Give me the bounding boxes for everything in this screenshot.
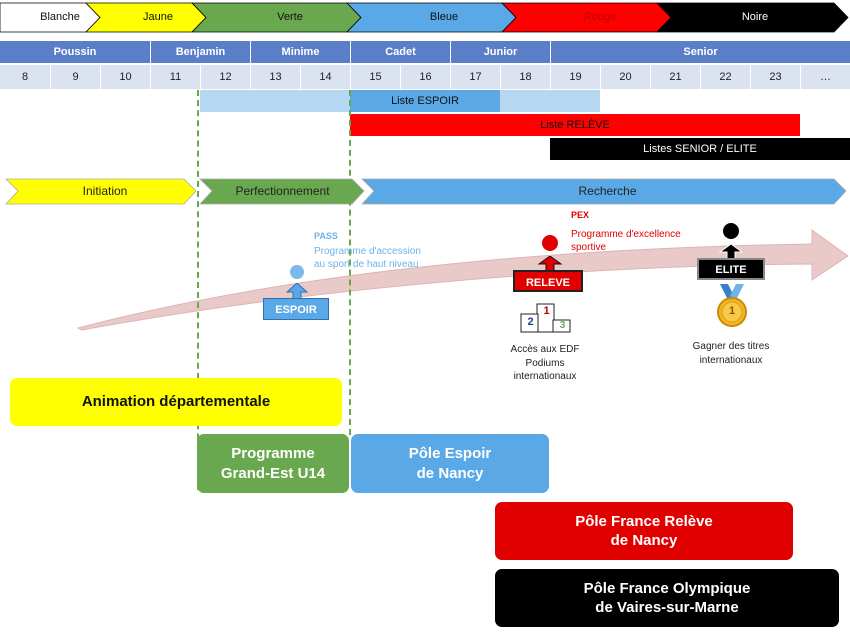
belt-label-bleue: Bleue xyxy=(429,11,459,23)
up-arrow-icon xyxy=(286,283,308,300)
belt-label-rouge: Rouge xyxy=(583,11,617,23)
phase-initiation-arrow xyxy=(5,178,197,205)
phase-recherche-arrow xyxy=(361,178,847,205)
category-junior: Junior xyxy=(450,41,550,63)
pole-france-releve-box: Pôle France Relève de Nancy xyxy=(495,502,793,560)
age-cell: 9 xyxy=(50,65,100,89)
age-cell: 11 xyxy=(150,65,200,89)
belt-label-noire: Noire xyxy=(741,11,769,23)
category-benjamin: Benjamin xyxy=(150,41,250,63)
age-cell: 22 xyxy=(700,65,750,89)
releve-badge: RELEVE xyxy=(513,270,583,292)
phase-perfectionnement-arrow xyxy=(199,178,365,205)
espoir-badge: ESPOIR xyxy=(263,298,329,320)
medal-icon xyxy=(717,284,747,327)
category-poussin: Poussin xyxy=(53,46,97,58)
pass-title: PASS xyxy=(314,231,338,241)
age-cell: … xyxy=(800,65,850,89)
category-row xyxy=(0,41,850,63)
age-cell: 15 xyxy=(350,65,400,89)
pex-description: Programme d'excellence sportive xyxy=(571,229,681,253)
age-cell: 19 xyxy=(550,65,600,89)
age-cell: 21 xyxy=(650,65,700,89)
phase-initiation-label: Initiation xyxy=(82,184,128,198)
medal-number: 1 xyxy=(728,305,736,317)
senior-elite-list-bar: Listes SENIOR / ELITE xyxy=(550,138,850,160)
category-senior: Senior xyxy=(550,41,850,63)
animation-departementale-box: Animation départementale xyxy=(10,378,342,426)
age-row xyxy=(0,65,850,89)
guide-line-left xyxy=(197,90,199,490)
belt-label-jaune: Jaune xyxy=(143,11,173,23)
podium-icon xyxy=(520,303,571,333)
releve-dot xyxy=(542,235,558,251)
up-arrow-icon xyxy=(538,256,562,272)
releve-list-bar: Liste RELÈVE xyxy=(350,114,800,136)
podium-caption: Accès aux EDF Podiums internationaux xyxy=(510,344,580,382)
pole-espoir-nancy-box: Pôle Espoir de Nancy xyxy=(351,434,549,493)
age-cell: 10 xyxy=(100,65,150,89)
espoir-list-bar-early xyxy=(200,90,350,112)
belt-label-blanche: Blanche xyxy=(40,11,80,23)
belt-label-verte: Verte xyxy=(277,11,303,23)
podium-second: 2 xyxy=(527,316,534,328)
medal-caption: Gagner des titres internationaux xyxy=(692,341,770,366)
age-cell: 16 xyxy=(400,65,450,89)
age-cell: 20 xyxy=(600,65,650,89)
phase-perfectionnement-label: Perfectionnement xyxy=(235,184,330,198)
espoir-list-bar-late xyxy=(500,90,600,112)
espoir-list-bar: Liste ESPOIR xyxy=(350,90,500,112)
phase-recherche-label: Recherche xyxy=(578,184,637,198)
belt-noire xyxy=(656,2,849,33)
guide-line-right xyxy=(349,90,351,435)
age-cell: 12 xyxy=(200,65,250,89)
up-arrow-icon xyxy=(719,244,743,260)
espoir-dot xyxy=(290,265,304,279)
podium-third: 3 xyxy=(559,320,566,331)
age-cell: 8 xyxy=(21,71,29,83)
category-cadet: Cadet xyxy=(350,41,450,63)
belt-ribbon xyxy=(0,2,849,33)
elite-badge: ELITE xyxy=(697,258,765,280)
pass-description: Programme d'accession au sport de haut n… xyxy=(314,246,421,270)
pex-title: PEX xyxy=(571,210,590,220)
age-cell: 23 xyxy=(750,65,800,89)
age-cell: 13 xyxy=(250,65,300,89)
category-minime: Minime xyxy=(250,41,350,63)
age-cell: 14 xyxy=(300,65,350,89)
podium-first: 1 xyxy=(543,305,550,317)
pole-france-olympique-box: Pôle France Olympique de Vaires-sur-Marn… xyxy=(495,569,839,627)
age-cell: 17 xyxy=(450,65,500,89)
elite-dot xyxy=(723,223,739,239)
age-cell: 18 xyxy=(500,65,550,89)
phase-arrows xyxy=(5,178,847,205)
programme-grand-est-box: Programme Grand-Est U14 xyxy=(197,434,349,493)
